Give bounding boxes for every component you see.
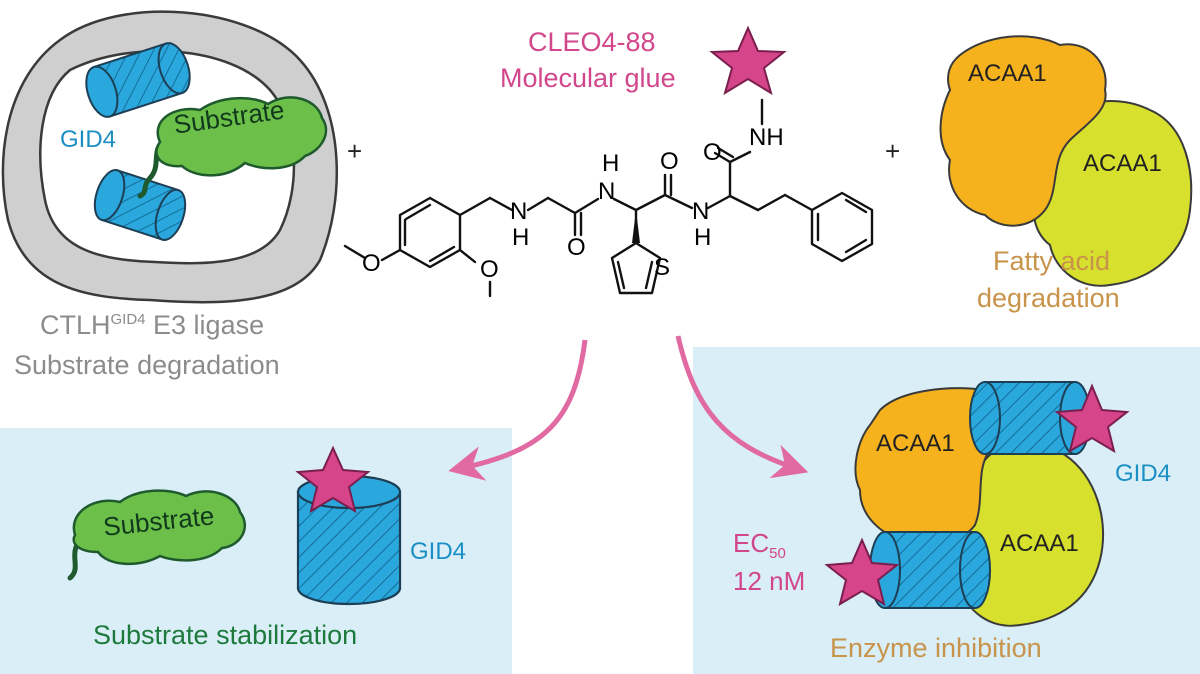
inhibition-caption: Enzyme inhibition bbox=[830, 633, 1042, 663]
ec50-label: EC50 bbox=[733, 528, 786, 563]
gid4-cylinder-top bbox=[85, 42, 191, 118]
acaa1-label-bottom: ACAA1 bbox=[1083, 150, 1162, 177]
stabilization-caption: Substrate stabilization bbox=[93, 620, 358, 650]
acaa1-caption-line2: degradation bbox=[977, 283, 1120, 313]
glue-subtitle: Molecular glue bbox=[500, 63, 676, 93]
wedge-bond bbox=[632, 210, 640, 243]
glue-name: CLEO4-88 bbox=[528, 27, 656, 57]
atom-n1: N bbox=[598, 178, 616, 205]
ctlh-ligase-complex bbox=[1, 10, 338, 304]
bound-star-stabilization bbox=[295, 445, 371, 514]
substrate-blob bbox=[155, 96, 328, 177]
atom-s: S bbox=[654, 254, 671, 281]
arrow-to-stabilization bbox=[448, 339, 588, 481]
atom-h2: H bbox=[512, 224, 530, 251]
bound-star-upper bbox=[1054, 383, 1130, 454]
atom-o5: O bbox=[480, 256, 499, 283]
arrow-to-inhibition bbox=[675, 335, 809, 479]
ligase-caption-line1: CTLHGID4 E3 ligase bbox=[40, 310, 265, 340]
atom-n3: N bbox=[692, 198, 710, 225]
free-substrate bbox=[67, 489, 247, 581]
atom-o1: O bbox=[567, 234, 586, 261]
chemical-structure bbox=[343, 98, 874, 298]
inhibited-acaa1-label-1: ACAA1 bbox=[876, 430, 955, 457]
atom-h3: H bbox=[694, 224, 712, 251]
atom-o2: O bbox=[660, 148, 679, 175]
ec50-value: 12 nM bbox=[733, 566, 806, 596]
ligase-gid4-label: GID4 bbox=[60, 126, 117, 153]
atom-h1: H bbox=[602, 150, 620, 177]
plus-sign-right: + bbox=[885, 136, 900, 166]
acaa1-label-top: ACAA1 bbox=[968, 60, 1047, 87]
bound-star-lower bbox=[824, 537, 900, 607]
inhibition-gid4-label: GID4 bbox=[1115, 460, 1172, 487]
molecular-glue-star bbox=[709, 25, 787, 96]
inhibited-acaa1-label-2: ACAA1 bbox=[1000, 530, 1079, 557]
acaa1-dimer bbox=[939, 35, 1193, 287]
free-gid4-label: GID4 bbox=[410, 538, 467, 565]
atom-o4: O bbox=[362, 250, 381, 277]
atom-nh-top: NH bbox=[749, 124, 784, 151]
atom-n2: N bbox=[510, 198, 528, 225]
atom-o3: O bbox=[703, 139, 722, 166]
ligase-caption-line2: Substrate degradation bbox=[14, 350, 280, 380]
plus-sign-left: + bbox=[347, 136, 362, 166]
acaa1-caption-line1: Fatty acid bbox=[993, 246, 1111, 276]
